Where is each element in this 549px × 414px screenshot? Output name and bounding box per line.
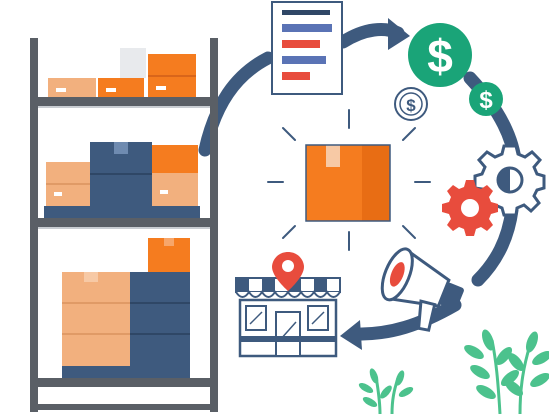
location-pin-icon [272, 252, 304, 291]
arrow-heads [340, 18, 410, 350]
report-document [271, 1, 343, 95]
box [98, 78, 144, 97]
arrow-gear-to-megaphone [471, 203, 519, 287]
shelving-rack [30, 38, 218, 412]
small-dollar-coin: $ [469, 82, 503, 116]
storefront-icon [235, 277, 341, 358]
arrow-megaphone-to-store [348, 298, 462, 341]
rack-floor [30, 404, 218, 410]
rack-shelf-middle [30, 218, 218, 227]
top-shelf-boxes [48, 48, 196, 97]
large-dollar-coin: $ [408, 23, 472, 87]
pallet [62, 366, 190, 378]
large-gear-icon [473, 144, 546, 217]
rack-shelf-bottom [30, 378, 218, 387]
arrow-shelf-to-document [198, 51, 275, 157]
center-box-rays [267, 109, 431, 251]
small-dollar-symbol: $ [479, 87, 493, 114]
arrowhead-right [388, 18, 410, 50]
outline-dollar-coin: $ [394, 87, 428, 121]
plant-right [464, 329, 549, 414]
box [48, 78, 96, 97]
large-dollar-symbol: $ [427, 30, 453, 82]
arrowhead-left [340, 320, 362, 350]
megaphone-icon [380, 247, 464, 332]
middle-shelf-boxes [44, 142, 200, 218]
plant-left [358, 368, 414, 414]
box [152, 173, 198, 206]
box [152, 145, 198, 173]
center-package-box [305, 144, 391, 222]
box [62, 272, 130, 366]
pallet [44, 206, 200, 218]
small-gear-icon [442, 180, 498, 236]
outline-dollar-symbol: $ [406, 96, 416, 115]
rack-shelf-top [30, 97, 218, 106]
bottom-shelf-boxes [62, 238, 190, 378]
box [130, 272, 190, 366]
